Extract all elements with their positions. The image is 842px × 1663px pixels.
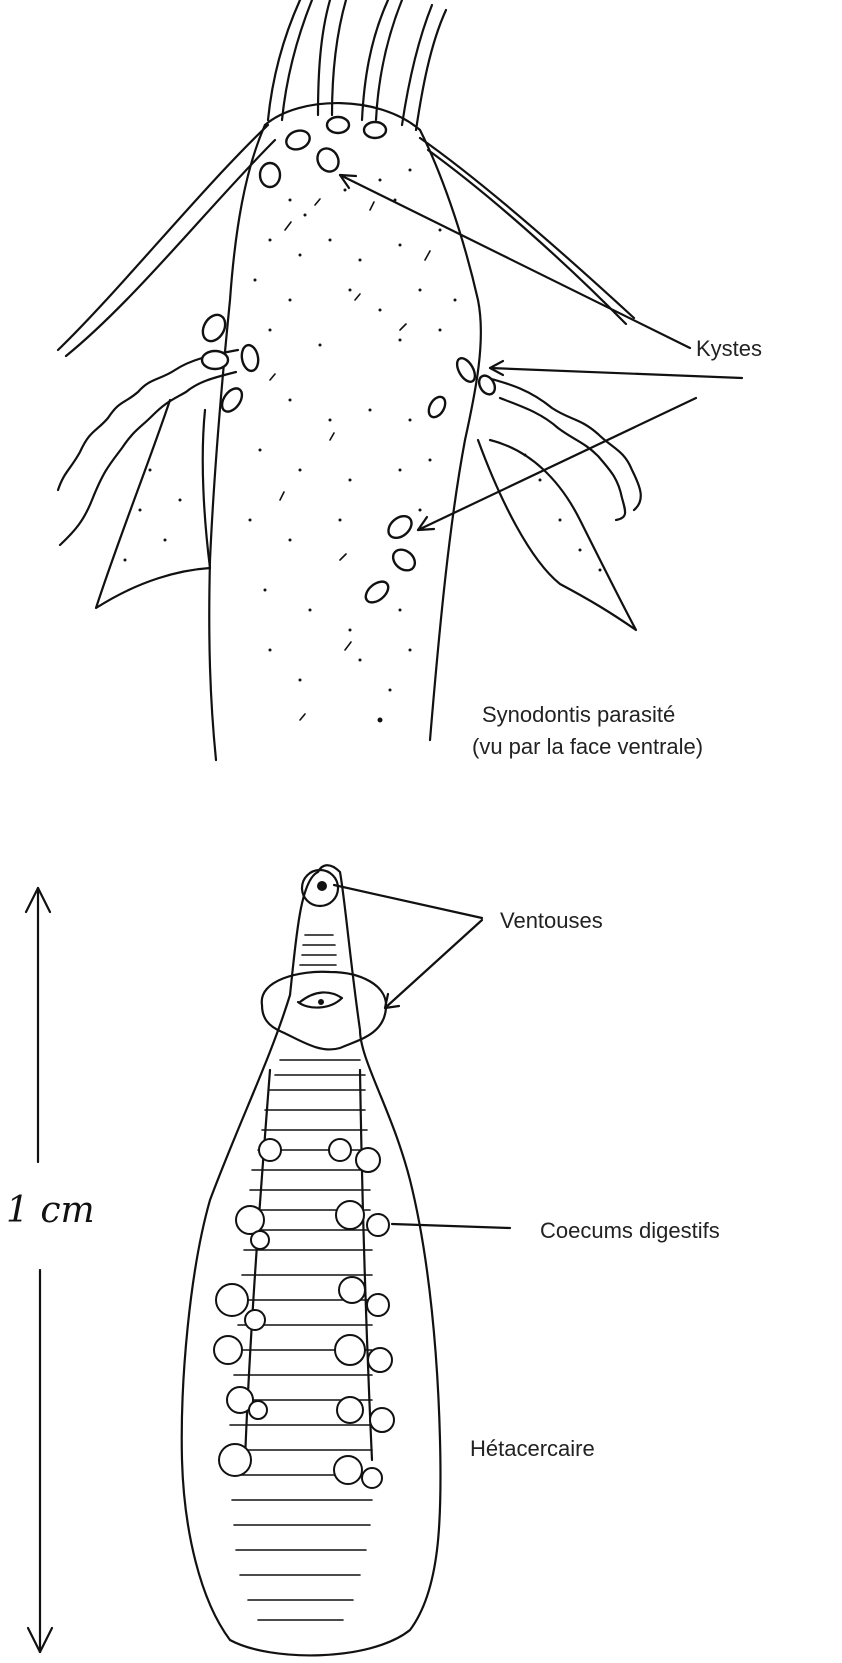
cyst [327,117,349,133]
coecums-pointer [392,1224,510,1228]
arrow [490,368,742,378]
scale-label: 1 cm [6,1190,95,1231]
ventral-sucker-pore [318,999,324,1005]
pectoral-spine-right [500,398,625,520]
barbel-right [428,150,626,324]
fish-caption-line1: Synodontis parasité [482,702,675,727]
synodontis-drawing [58,0,742,760]
barbel [318,0,330,115]
ventouses-label: Ventouses [500,908,603,933]
cyst [453,355,478,385]
barbel [332,0,346,115]
body-outline-right [420,130,481,740]
cyst [240,344,260,372]
pectoral-spine-left [60,372,236,545]
metacercaire-label: Hétacercaire [470,1436,595,1461]
cyst [389,545,419,574]
cyst [425,394,448,420]
ventral-sucker [262,972,386,1050]
stipple-texture [124,169,602,723]
cyst [284,127,313,152]
cyst [313,145,342,176]
barbel-left [66,140,275,356]
cyst [362,578,392,607]
caecum-right [360,1070,372,1460]
cyst [364,122,386,138]
arrow [340,175,690,348]
coecums-label: Coecums digestifs [540,1218,720,1243]
kystes-label: Kystes [696,336,762,361]
body-outline-left [209,125,265,760]
ventouses-pointer-ventral [385,920,482,1008]
barbel [282,0,312,120]
hatch-texture [270,199,430,720]
cyst [476,373,498,397]
pectoral-fin-left [96,400,210,608]
ventouses-pointer-oral [334,885,482,918]
pectoral-spine-right [488,378,641,510]
scale-bar [26,888,52,1652]
body-outline [182,865,441,1655]
pectoral-fin-right [478,440,636,630]
barbel [416,10,446,130]
metacercaria-drawing [182,865,510,1655]
barbel-right [420,138,634,318]
cyst [260,163,280,187]
kystes-arrows [340,175,742,530]
cyst [202,351,228,369]
cyst [384,512,415,543]
oral-sucker-pore [317,881,327,891]
fish-caption-line2: (vu par la face ventrale) [472,734,703,759]
cyst [198,311,229,345]
